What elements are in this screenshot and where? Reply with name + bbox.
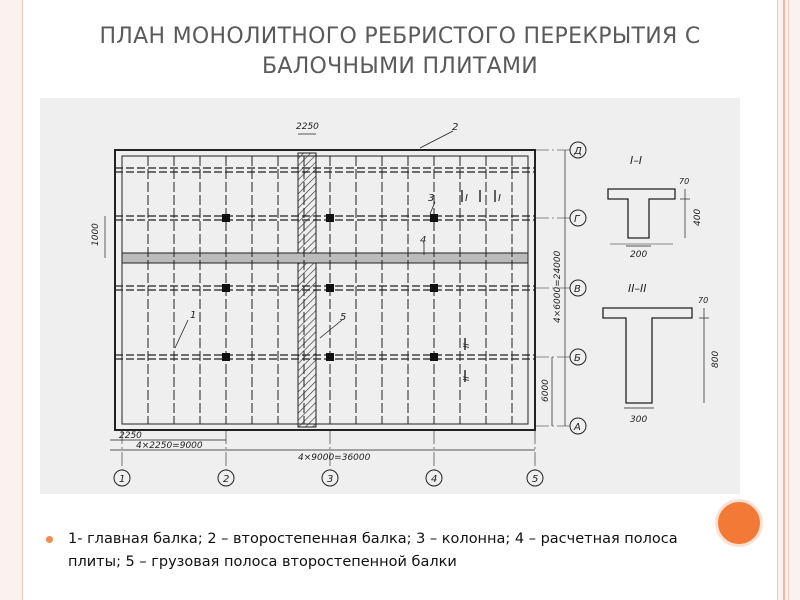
slide-title: ПЛАН МОНОЛИТНОГО РЕБРИСТОГО ПЕРЕКРЫТИЯ С… [30, 22, 770, 82]
callout-leaders [174, 130, 454, 349]
section-marks [461, 190, 496, 382]
callout-5: 5 [340, 312, 346, 323]
section-1-title: I–I [630, 154, 642, 167]
axis-label-col-2: 2 [223, 474, 229, 485]
axis-lines [121, 149, 570, 470]
bullet-dot-icon [46, 536, 53, 543]
decorative-orange-circle [715, 499, 763, 547]
dim-right-total-label: 4×6000=24000 [553, 250, 563, 323]
axis-label-col-4: 4 [431, 474, 437, 485]
section-mark-2b: II [462, 376, 471, 381]
dim-bottom-left-label: 4×2250=9000 [136, 441, 203, 451]
section-2-title: II–II [628, 282, 646, 295]
section-1-height-dim: 400 [693, 209, 703, 226]
section-2-flange-dim: 70 [698, 296, 708, 305]
callout-2: 2 [452, 122, 458, 133]
floor-plan-drawing: 2250 1000 2250 4×2250=9000 4×9000=36000 … [40, 98, 740, 494]
callout-3: 3 [428, 193, 434, 204]
slide-left-border [0, 0, 23, 600]
floor-plan-svg: 2250 1000 2250 4×2250=9000 4×9000=36000 … [91, 122, 721, 487]
section-2-height-dim: 800 [711, 351, 721, 368]
slide-right-border [777, 0, 800, 600]
axis-label-row-g: Г [574, 214, 581, 225]
secondary-beams [147, 156, 513, 424]
caption-item: 1- главная балка; 2 – второстепенная бал… [44, 528, 734, 574]
section-mark-1a: I [465, 193, 468, 204]
dim-left-vertical-label: 1000 [91, 223, 101, 246]
main-beams [115, 167, 535, 360]
dim-top-label: 2250 [296, 122, 319, 132]
design-strip-slab [121, 252, 529, 264]
section-1-width-dim: 200 [630, 250, 647, 260]
col-axis-bubbles [113, 469, 544, 487]
section-2-width-dim: 300 [630, 415, 647, 425]
axis-label-row-b: Б [574, 353, 581, 364]
callout-4: 4 [420, 235, 426, 246]
dim-bottom-main-label: 4×9000=36000 [298, 453, 371, 463]
caption-text: 1- главная балка; 2 – второстепенная бал… [68, 531, 678, 570]
axis-label-row-d: Д [573, 146, 582, 157]
section-mark-2a: II [462, 343, 471, 348]
dim-left-bottom-label: 2250 [119, 431, 142, 441]
dim-right-bottom-label: 6000 [541, 379, 551, 402]
slide-title-line-1: ПЛАН МОНОЛИТНОГО РЕБРИСТОГО ПЕРЕКРЫТИЯ С [99, 24, 701, 49]
caption-list: 1- главная балка; 2 – второстепенная бал… [44, 528, 734, 574]
section-1-flange-dim: 70 [679, 177, 689, 186]
section-1-1 [607, 188, 690, 247]
section-2-2 [602, 307, 709, 409]
axis-label-col-5: 5 [532, 474, 538, 485]
section-mark-1b: I [498, 193, 501, 204]
row-axis-bubbles [569, 141, 587, 435]
callout-1: 1 [190, 310, 196, 321]
axis-label-row-v: В [574, 284, 581, 295]
axis-label-col-3: 3 [327, 474, 333, 485]
axis-label-col-1: 1 [119, 474, 125, 485]
columns [222, 214, 438, 361]
axis-label-row-a: А [573, 422, 581, 433]
dimension-lines [104, 133, 566, 451]
slide-title-line-2: БАЛОЧНЫМИ ПЛИТАМИ [261, 54, 539, 79]
